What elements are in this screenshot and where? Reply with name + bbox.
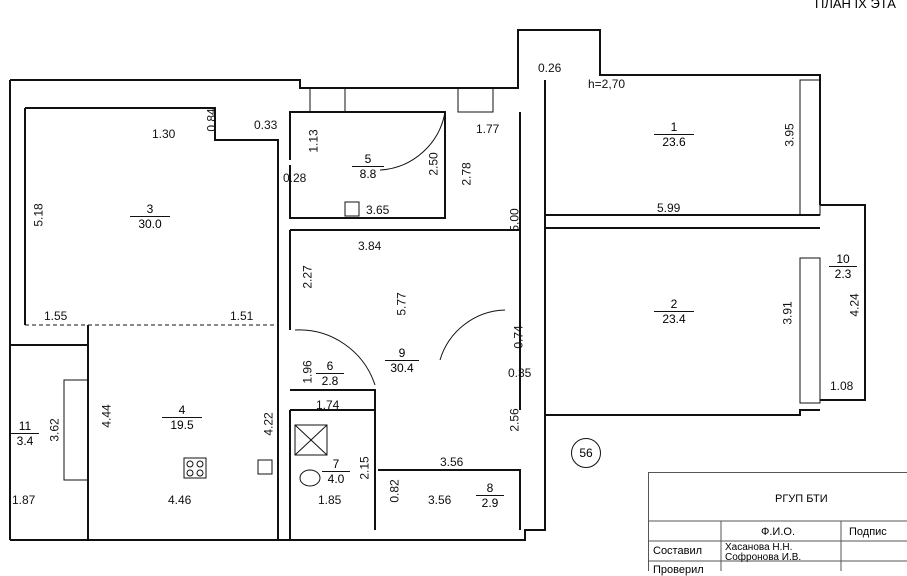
title-block-grid	[649, 520, 907, 571]
dimension-label: 0.82	[387, 479, 402, 503]
row-label-checked: Проверил	[653, 564, 704, 576]
dimension-label: 1.85	[318, 493, 342, 507]
room-number: 4	[178, 403, 186, 417]
room-number: 6	[326, 359, 334, 373]
row-label-compiled: Составил	[653, 545, 703, 557]
dimension-label: 3.65	[366, 203, 390, 217]
outer-wall	[10, 29, 821, 205]
dimension-label: 1.13	[306, 129, 321, 153]
dimension-label: 4.44	[99, 404, 114, 428]
organization-name: РГУП БТИ	[775, 493, 828, 505]
dimension-label: 0.74	[511, 325, 526, 349]
dimension-label: 3.95	[782, 123, 797, 147]
dimension-label: 1.55	[44, 309, 68, 323]
room-number: 5	[364, 152, 372, 166]
dimension-label: 1.30	[152, 127, 176, 141]
room-area: 30.4	[385, 360, 419, 374]
dimension-label: 2.15	[357, 456, 372, 480]
room-area: 3.4	[11, 433, 39, 447]
dimension-label: 0.26	[538, 61, 562, 75]
room-area: 19.5	[162, 417, 202, 431]
dimension-label: 3.84	[358, 239, 382, 253]
dimension-label: 2.56	[507, 408, 522, 432]
plan-title: ПЛАН IX ЭТА	[815, 0, 896, 11]
column-header-signature: Подпис	[849, 526, 887, 538]
dimension-label: 1.96	[300, 360, 315, 384]
room-area: 4.0	[322, 471, 350, 485]
ceiling-height: h=2,70	[588, 77, 626, 91]
room-area: 23.6	[654, 134, 694, 148]
room-number: 10	[836, 252, 850, 266]
dimension-label: 1.74	[316, 398, 340, 412]
room-number: 2	[670, 297, 678, 311]
dimension-label: 1.77	[476, 122, 500, 136]
dimension-label: 1.08	[830, 379, 854, 393]
room-number: 9	[398, 346, 406, 360]
building-number-badge: 56	[571, 438, 601, 468]
room-area: 8.8	[352, 166, 384, 180]
dimension-label: 0.33	[254, 118, 278, 132]
title-block: РГУП БТИ Ф.И.О. Подпис Составил Хасанова…	[648, 472, 907, 576]
room-number: 1	[670, 120, 678, 134]
dimension-label: 2.78	[459, 162, 474, 186]
room-number: 3	[146, 202, 154, 216]
room-area: 2.9	[476, 495, 504, 509]
room-area: 2.8	[316, 373, 344, 387]
dimension-label: 3.91	[780, 301, 795, 325]
compiler-name: Софронова И.В.	[725, 552, 802, 563]
dimension-label: 0.84	[204, 108, 219, 132]
room-number: 11	[18, 419, 32, 433]
room-area: 30.0	[130, 216, 170, 230]
dimension-label: 3.56	[440, 455, 464, 469]
compiler-name: Хасанова Н.Н.	[725, 542, 793, 553]
dimension-label: 3.62	[47, 418, 62, 442]
room-number: 7	[332, 457, 340, 471]
dimension-label: 1.51	[230, 309, 254, 323]
dimension-label: 4.46	[168, 493, 192, 507]
dimension-label: 5.18	[31, 203, 46, 227]
dimension-label: 3.56	[428, 493, 452, 507]
dimension-label: 0.28	[283, 171, 307, 185]
outer-wall	[10, 409, 820, 541]
room-area: 23.4	[654, 311, 694, 325]
dimension-label: 2.27	[300, 265, 315, 289]
room-number: 8	[486, 481, 494, 495]
dimension-label: 5.77	[394, 292, 409, 316]
dimension-label: 4.22	[261, 412, 276, 436]
dimension-label: 2.50	[426, 152, 441, 176]
dimension-label: 0.35	[508, 366, 532, 380]
room-area: 2.3	[829, 266, 857, 280]
dimension-label: 5.00	[507, 208, 522, 232]
column-header-fio: Ф.И.О.	[761, 526, 795, 538]
dimension-label: 4.24	[847, 293, 862, 317]
dimension-label: 5.99	[657, 201, 681, 215]
dimension-label: 1.87	[12, 493, 36, 507]
